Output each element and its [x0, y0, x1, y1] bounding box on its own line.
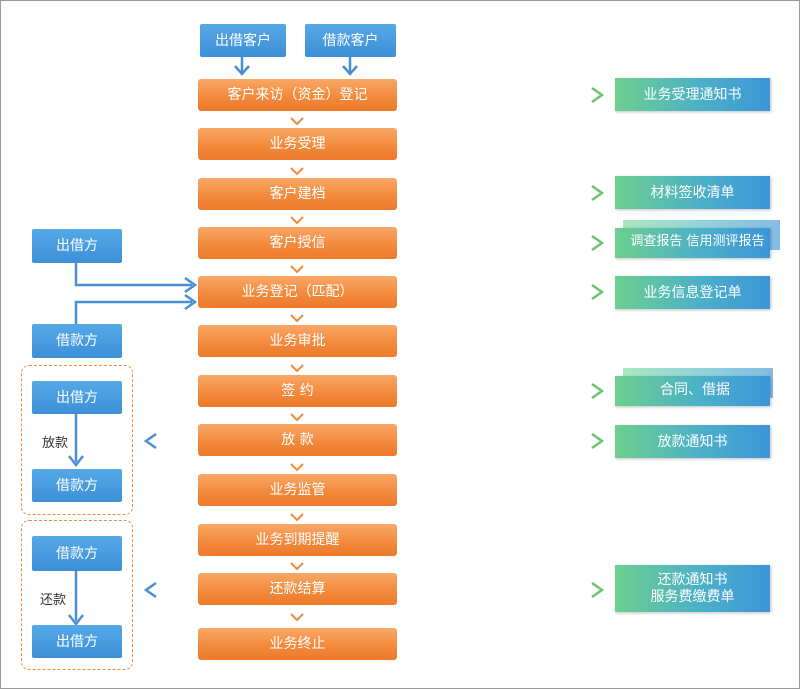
doc-label-line2: 服务费缴费单	[650, 588, 735, 605]
doc-materials-receipt: 材料签收清单	[615, 176, 770, 209]
step-label: 业务受理	[269, 136, 326, 152]
doc-arrow-repay	[415, 581, 605, 599]
repay-label: 还款	[40, 593, 67, 608]
doc-front-sheet	[615, 228, 770, 258]
repay-group-from-label: 借款方	[56, 545, 98, 562]
loan-flow-arrow	[68, 414, 84, 468]
doc-arrow-register	[415, 283, 605, 301]
borrower-client-label: 借款客户	[322, 32, 379, 49]
lender-client-label: 出借客户	[215, 32, 271, 49]
loan-group-lender-box: 出借方	[32, 381, 122, 414]
step-signing: 签 约	[198, 375, 397, 407]
lender-client-box: 出借客户	[200, 24, 286, 57]
step-repayment-settlement: 还款结算	[198, 573, 397, 605]
left-borrower-box: 借款方	[32, 324, 122, 358]
doc-label: 材料签收清单	[650, 184, 735, 201]
step-client-filing: 客户建档	[198, 178, 397, 210]
step-label: 业务监管	[269, 482, 326, 498]
doc-loan-notice: 放款通知书	[615, 425, 770, 458]
step-visit-registration: 客户来访（资金）登记	[198, 79, 397, 111]
loan-group-from-label: 出借方	[56, 389, 98, 406]
step-maturity-reminder: 业务到期提醒	[198, 524, 397, 556]
doc-arrow-contract	[415, 382, 605, 400]
doc-acceptance-notice: 业务受理通知书	[615, 78, 770, 111]
step-termination: 业务终止	[198, 628, 397, 660]
doc-business-register: 业务信息登记单	[615, 276, 770, 309]
step-chevrons	[290, 117, 304, 622]
step-label: 客户来访（资金）登记	[227, 87, 368, 103]
borrower-to-register-connector	[74, 293, 198, 324]
doc-arrow-loan-notice	[415, 432, 605, 450]
doc-label: 业务受理通知书	[643, 86, 742, 103]
lender-to-register-connector	[74, 263, 198, 294]
step-label: 还款结算	[269, 581, 326, 597]
doc-repayment-notice: 还款通知书 服务费缴费单	[615, 565, 770, 612]
step-label: 客户授信	[269, 235, 326, 251]
loan-to-group-arrow	[143, 432, 195, 450]
borrower-to-visit-arrow	[342, 57, 358, 76]
step-label: 签 约	[281, 383, 314, 399]
repay-group-lender-box: 出借方	[32, 625, 122, 658]
doc-contract-iou: 合同、借据	[615, 368, 775, 408]
left-lender-label: 出借方	[56, 238, 98, 254]
doc-arrow-reports	[415, 234, 605, 252]
doc-label: 合同、借据	[660, 382, 730, 398]
step-client-credit: 客户授信	[198, 227, 397, 259]
doc-front-sheet	[615, 376, 770, 406]
step-business-acceptance: 业务受理	[198, 128, 397, 160]
doc-label-line1: 还款通知书	[657, 571, 728, 588]
doc-label: 业务信息登记单	[643, 284, 742, 301]
loan-group-borrower-box: 借款方	[32, 469, 122, 502]
left-borrower-label: 借款方	[56, 333, 98, 349]
step-label: 业务到期提醒	[255, 532, 340, 548]
repay-group-to-label: 出借方	[56, 633, 98, 650]
step-label: 放 款	[281, 432, 314, 448]
repay-flow-arrow	[68, 571, 84, 627]
doc-label: 放款通知书	[657, 433, 728, 450]
step-label: 客户建档	[269, 186, 326, 202]
left-lender-box: 出借方	[32, 229, 122, 263]
step-business-approval: 业务审批	[198, 325, 397, 357]
repay-to-group-arrow	[143, 581, 195, 599]
step-loan-release: 放 款	[198, 424, 397, 456]
doc-arrow-materials	[415, 184, 605, 202]
repay-group-borrower-box: 借款方	[32, 536, 122, 571]
step-label: 业务登记（匹配）	[241, 284, 354, 300]
step-label: 业务审批	[269, 333, 326, 349]
lender-to-visit-arrow	[234, 57, 250, 76]
step-business-registration: 业务登记（匹配）	[198, 276, 397, 308]
loan-group-to-label: 借款方	[56, 477, 98, 494]
step-label: 业务终止	[269, 636, 326, 652]
doc-arrow-notice	[415, 86, 605, 104]
loan-group	[21, 365, 133, 515]
borrower-client-box: 借款客户	[305, 24, 396, 57]
repay-group	[21, 520, 133, 670]
doc-label: 调查报告 信用测评报告	[630, 234, 765, 249]
loan-label: 放款	[42, 436, 69, 451]
doc-survey-reports: 调查报告 信用测评报告	[615, 220, 780, 260]
step-supervision: 业务监管	[198, 474, 397, 506]
